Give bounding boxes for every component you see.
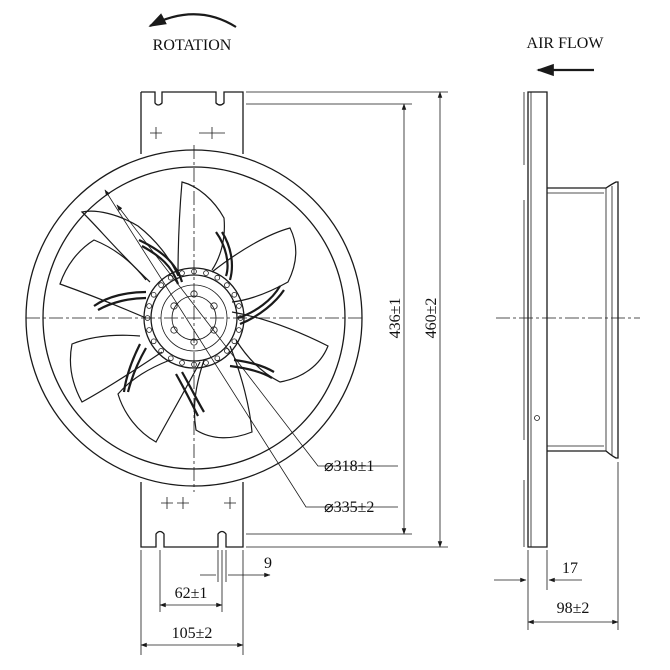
air-flow-label: AIR FLOW bbox=[527, 35, 605, 52]
hub-notch bbox=[158, 282, 164, 288]
hub-notch bbox=[237, 315, 244, 321]
hub-notch bbox=[146, 303, 152, 309]
hub-notch bbox=[214, 355, 221, 362]
mounting-holes bbox=[150, 127, 236, 509]
front-view: ROTATION ⌀318±1 ⌀335±2 436±1 460±2 9 62±… bbox=[25, 13, 448, 655]
flange-thickness-label: 17 bbox=[562, 560, 578, 577]
hub-notch bbox=[168, 355, 174, 362]
diameter-inner-leader bbox=[116, 204, 398, 467]
hub-notch bbox=[150, 338, 157, 345]
blade-ribs bbox=[93, 231, 285, 417]
height-inner-label: 436±1 bbox=[387, 298, 404, 339]
hub-notch bbox=[224, 282, 230, 288]
bottom-bracket bbox=[140, 482, 244, 548]
hub-notch bbox=[179, 360, 185, 366]
hub-notch bbox=[236, 303, 242, 309]
slot-width-label: 9 bbox=[264, 555, 272, 572]
hub-notch bbox=[179, 270, 185, 276]
hub-notch bbox=[231, 291, 238, 298]
hub-notch bbox=[236, 327, 242, 333]
side-view: AIR FLOW 17 98±2 bbox=[494, 35, 640, 630]
diameter-outer-label: ⌀335±2 bbox=[324, 499, 374, 516]
bracket-width-label: 105±2 bbox=[172, 625, 213, 642]
hub-notch bbox=[167, 274, 174, 281]
hub-notch bbox=[150, 291, 157, 298]
depth-label: 98±2 bbox=[557, 600, 590, 617]
hub-notch bbox=[231, 338, 238, 345]
hub-bolts bbox=[170, 290, 218, 346]
hub-notch bbox=[191, 268, 197, 275]
hub-notch bbox=[146, 327, 152, 333]
hub-notch bbox=[191, 361, 197, 368]
hub-notches bbox=[144, 268, 244, 368]
rotation-label: ROTATION bbox=[153, 37, 232, 54]
side-flange bbox=[527, 91, 548, 548]
side-housing bbox=[547, 181, 619, 459]
diameter-outer-leader bbox=[104, 189, 398, 508]
top-bracket bbox=[140, 91, 244, 154]
rotation-arrow bbox=[148, 13, 237, 28]
hub-notch bbox=[144, 315, 151, 321]
hub-notch bbox=[214, 274, 221, 281]
hub-notch bbox=[203, 270, 209, 276]
hub-notch bbox=[224, 348, 230, 354]
height-outer-label: 460±2 bbox=[423, 298, 440, 339]
diameter-inner-label: ⌀318±1 bbox=[324, 458, 374, 475]
hub-notch bbox=[158, 348, 164, 354]
hole-spacing-label: 62±1 bbox=[175, 585, 208, 602]
hub-notch bbox=[203, 360, 209, 366]
motor-hub bbox=[143, 267, 245, 369]
